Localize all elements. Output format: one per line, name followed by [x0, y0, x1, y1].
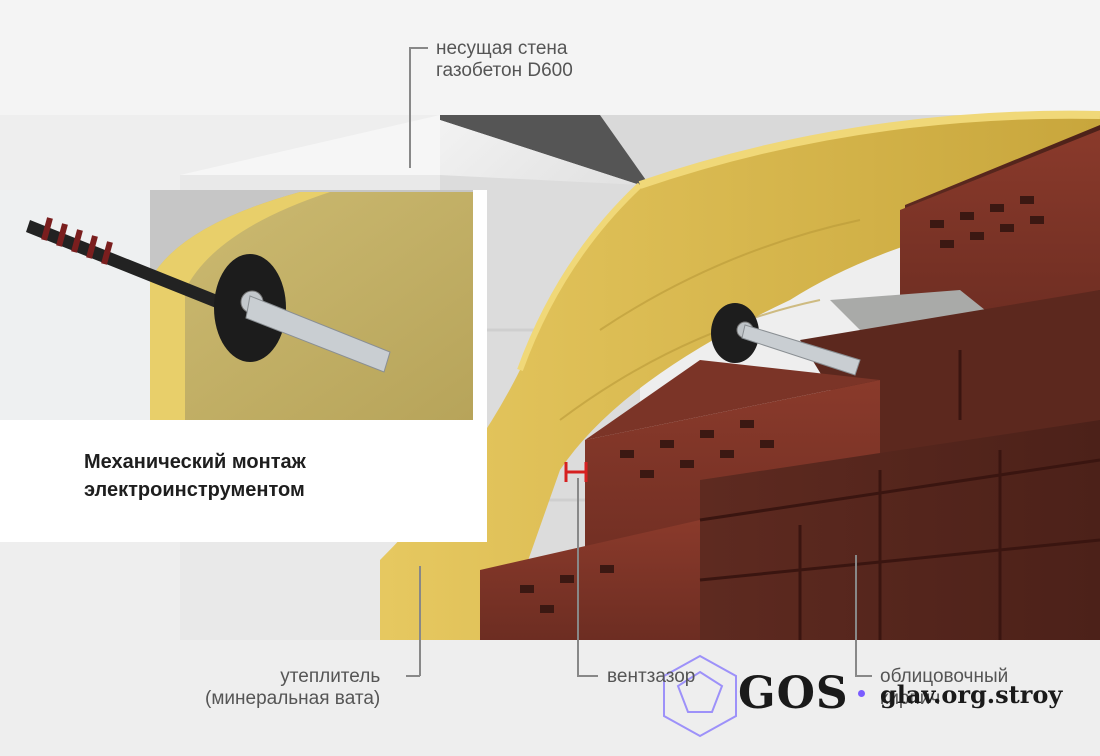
inset-dowel	[26, 217, 391, 373]
vent-gap-marker	[564, 462, 588, 482]
inset-panel	[0, 190, 487, 542]
label-facing-brick: облицовочный кирпич	[880, 666, 1009, 709]
anchor-dowel	[711, 303, 861, 376]
watermark-dot-icon	[858, 690, 865, 697]
inset-caption: Механический монтаж электроинструментом	[84, 451, 306, 501]
label-load-bearing-wall: несущая стена газобетон D600	[436, 38, 573, 81]
watermark-logo-text: GOS	[738, 668, 849, 719]
label-insulation: утеплитель (минеральная вата)	[205, 666, 381, 709]
facing-brick-masonry	[480, 125, 1100, 640]
label-vent-gap: вентзазор	[607, 666, 696, 687]
watermark: GOS glav.org.stroy	[656, 652, 1076, 732]
leader-lines	[406, 47, 872, 677]
watermark-site-text: glav.org.stroy	[880, 680, 1063, 709]
watermark-logo-icon	[663, 654, 737, 738]
